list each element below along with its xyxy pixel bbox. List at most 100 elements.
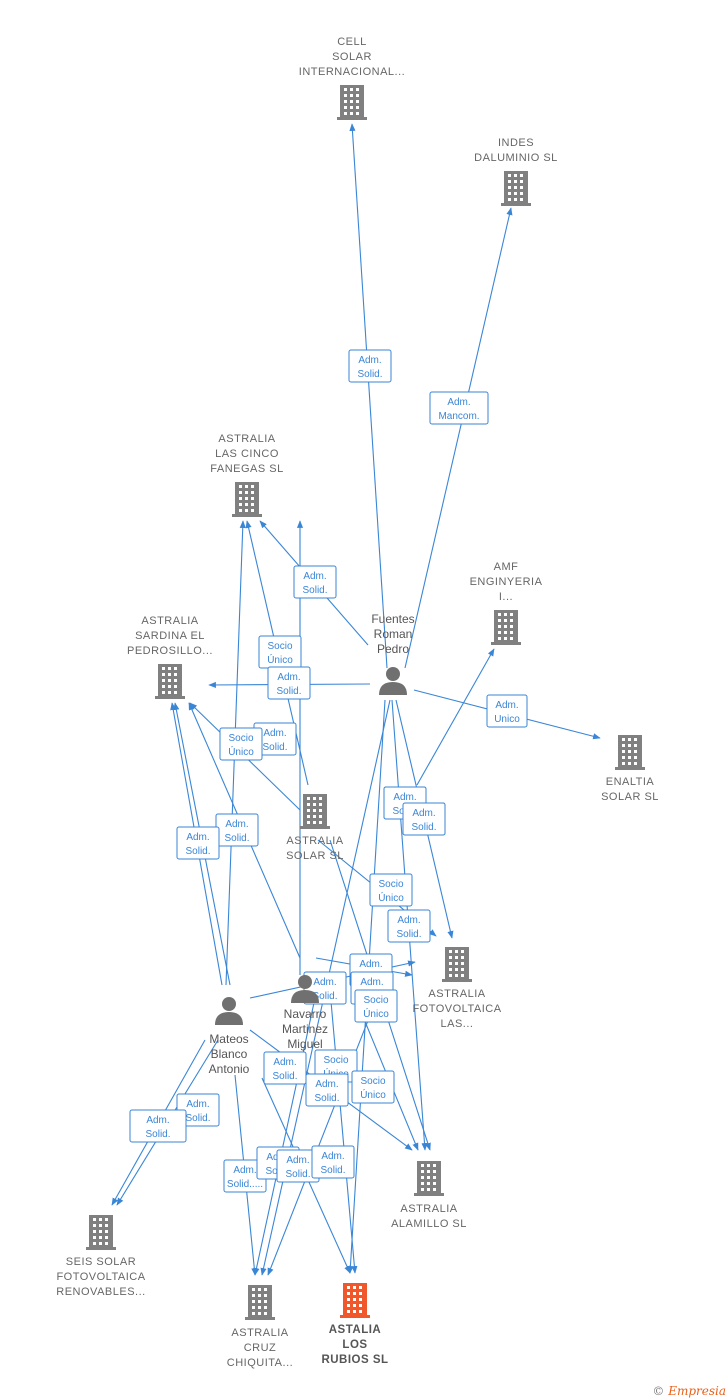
company-node-sardina[interactable]: ASTRALIA SARDINA EL PEDROSILLO... [127,615,213,699]
relation-label-text: Adm. [263,728,286,739]
company-label: FOTOVOLTAICA [412,1003,501,1015]
relation-label-9[interactable]: Adm. Solid. [176,826,220,860]
relation-label-18[interactable]: Adm. Solid. [263,1051,307,1085]
relation-label-text: Socio [228,733,253,744]
relation-label-text: Solid..... [227,1179,263,1190]
company-label: ASTRALIA [141,615,198,627]
relation-label-text: Socio [378,879,403,890]
relation-edge-20 [253,974,321,1276]
person-label: Blanco [211,1047,248,1061]
relation-label-text: Único [228,745,254,758]
company-label: ASTRALIA [286,835,343,847]
person-icon [379,667,407,695]
relation-label-text: Mancom. [438,411,479,422]
person-label: Navarro [284,1007,327,1021]
company-node-amf[interactable]: AMF ENGINYERIA I... [470,561,543,645]
company-label: ENGINYERIA [470,576,543,588]
company-label: PEDROSILLO... [127,645,213,657]
company-node-fotovoltaica[interactable]: ASTRALIAFOTOVOLTAICALAS... [412,947,501,1030]
person-icon [215,997,243,1025]
company-label: ENALTIA [606,776,655,788]
relation-edge-21 [329,989,358,1274]
company-node-seis[interactable]: SEIS SOLARFOTOVOLTAICARENOVABLES... [56,1215,145,1298]
relation-label-text: Adm. [303,571,326,582]
building-icon [337,85,367,120]
relation-label-text: Socio [323,1055,348,1066]
relation-label-1[interactable]: Adm. Mancom. [429,391,489,425]
relation-label-text: Adm. [447,397,470,408]
relation-label-text: Unico [494,714,520,725]
relation-label-text: Adm. [273,1057,296,1068]
company-node-cell[interactable]: CELLSOLARINTERNACIONAL... [299,36,405,120]
company-label: RUBIOS SL [321,1354,388,1366]
company-node-cruz[interactable]: ASTRALIACRUZCHIQUITA... [227,1285,293,1369]
relation-label-5[interactable]: Adm. Unico [486,694,528,728]
relation-label-text: Adm. [397,915,420,926]
person-label: Martinez [282,1022,328,1036]
company-label: AMF [494,561,519,573]
company-label: I... [499,591,513,603]
relation-edge-0 [349,123,388,669]
person-label: Miguel [287,1037,322,1051]
person-label: Mateos [209,1032,248,1046]
company-label: CELL [337,36,367,48]
building-icon [155,664,185,699]
company-label: FANEGAS SL [210,463,283,475]
relation-label-2[interactable]: Adm.Solid. [293,565,337,599]
relation-label-26[interactable]: Adm.Solid. [276,1149,320,1183]
relation-label-text: Adm. [186,832,209,843]
relation-label-text: Único [378,891,404,904]
relation-label-text: Adm. [495,700,518,711]
relation-edge-5 [416,648,495,786]
relation-label-13[interactable]: Adm.Solid. [387,909,431,943]
relation-label-27[interactable]: Adm.Solid. [311,1145,355,1179]
relation-label-20[interactable]: Adm.Solid. [305,1073,349,1107]
relation-label-29[interactable]: Adm.Solid. [402,802,446,836]
person-label: Pedro [377,642,409,656]
company-label: SOLAR [332,51,372,63]
company-label: SARDINA EL [135,630,205,642]
person-label: Antonio [209,1062,250,1076]
relation-label-text: Solid. [145,1129,170,1140]
company-node-solar[interactable]: ASTRALIA SOLAR SL [286,794,344,862]
company-label: CRUZ [244,1342,277,1354]
copyright-symbol: © [652,1384,665,1398]
company-label: SOLAR SL [286,850,344,862]
relation-label-23[interactable]: Adm. Solid. [129,1109,187,1143]
relation-label-text: Adm. [359,959,382,970]
relation-edge-29 [267,989,381,1276]
relation-label-4[interactable]: Adm.Solid. [267,666,311,700]
relation-label-text: Solid. [411,822,436,833]
company-label: LAS... [441,1018,474,1030]
relation-label-22[interactable]: Adm.Solid. [176,1093,220,1127]
edge-labels-layer: Adm.Solid.Adm.Mancom.Adm.Solid.SocioÚnic… [129,349,528,1193]
relation-label-text: Adm. [146,1115,169,1126]
building-icon [340,1283,370,1318]
company-label: LAS CINCO [215,448,279,460]
relation-label-text: Solid. [285,1169,310,1180]
relation-label-8[interactable]: Adm.Solid. [215,813,259,847]
relation-label-6[interactable]: Adm.Solid. [253,722,297,756]
relation-label-text: Solid. [272,1071,297,1082]
company-label: ASTRALIA [231,1327,288,1339]
relation-label-0[interactable]: Adm.Solid. [348,349,392,383]
relation-label-text: Solid. [185,846,210,857]
brand-logo-text[interactable]: Empresia [668,1384,726,1398]
building-icon [615,735,645,770]
relation-label-text: Único [360,1088,386,1101]
company-label: DALUMINIO SL [474,152,558,164]
